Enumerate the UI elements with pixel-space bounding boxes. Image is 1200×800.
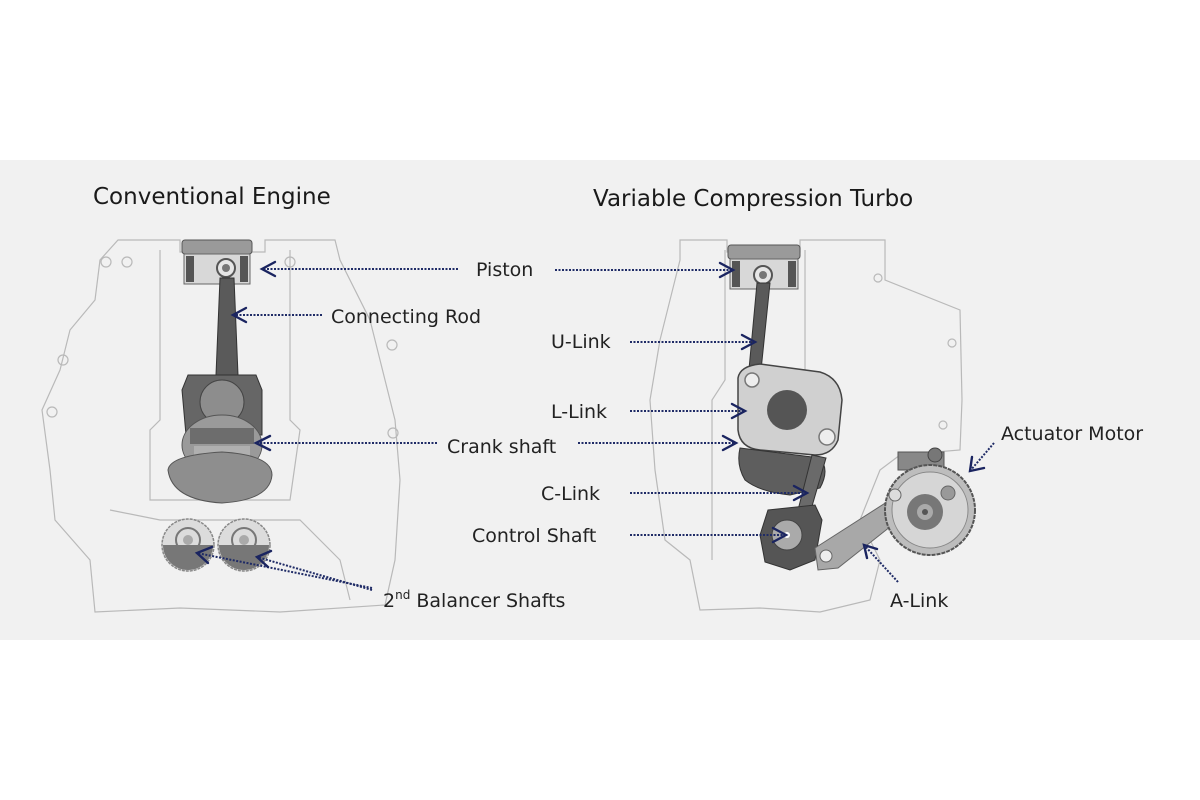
right-bolt-hole	[947, 338, 957, 348]
left-bolt-hole	[387, 427, 399, 439]
right-piston	[727, 244, 801, 290]
vc-turbo-engine-block	[649, 239, 976, 613]
left-block-outline	[41, 239, 401, 613]
arrow-l-link	[630, 402, 748, 420]
arrow-piston-right	[555, 261, 736, 279]
left-connecting-rod	[215, 277, 239, 376]
conventional-engine-block	[41, 239, 401, 613]
right-l-link-bore	[818, 428, 836, 446]
left-bolt-hole	[57, 354, 69, 366]
arrow-u-link	[630, 333, 758, 351]
arrow-piston-left	[259, 260, 458, 278]
left-counterweight	[167, 451, 273, 504]
right-a-link-bore	[819, 549, 833, 563]
arrow-actuator-motor	[968, 442, 995, 473]
label-a-link: A-Link	[890, 590, 948, 612]
label-balancer-shafts: 2nd Balancer Shafts	[383, 588, 565, 612]
arrow-crank-shaft-left	[253, 434, 437, 452]
left-lower-outline	[109, 509, 351, 601]
label-l-link: L-Link	[551, 401, 607, 423]
arrow-connecting-rod	[230, 306, 322, 324]
arrow-c-link	[630, 484, 810, 502]
left-piston	[181, 239, 253, 285]
left-crank-web-lower	[194, 446, 250, 456]
label-c-link: C-Link	[541, 483, 600, 505]
right-a-link	[814, 499, 906, 571]
arrow-a-link	[862, 543, 899, 583]
label-u-link: U-Link	[551, 331, 611, 353]
right-bolt-hole	[873, 273, 883, 283]
label-control-shaft: Control Shaft	[472, 525, 596, 547]
title-conventional-engine: Conventional Engine	[93, 184, 331, 210]
left-bolt-hole	[284, 256, 296, 268]
right-actuator-motor	[884, 447, 976, 556]
arrow-control-shaft	[630, 526, 789, 544]
left-balancer-shafts	[161, 518, 271, 572]
title-variable-compression-turbo: Variable Compression Turbo	[593, 186, 913, 212]
arrow-crank-shaft-right	[578, 434, 739, 452]
right-bolt-hole	[938, 420, 948, 430]
label-crank-shaft: Crank shaft	[447, 436, 556, 458]
left-crank-web	[190, 428, 254, 444]
left-bolt-hole	[100, 256, 112, 268]
right-crankshaft	[738, 447, 826, 496]
right-crank-pin	[767, 390, 807, 430]
label-piston: Piston	[476, 259, 533, 281]
left-bolt-hole	[121, 256, 133, 268]
label-actuator-motor: Actuator Motor	[1001, 423, 1143, 445]
arrow-balancer-shaft-1	[194, 545, 373, 589]
left-bolt-hole	[386, 339, 398, 351]
leader-arrows	[194, 260, 995, 591]
label-connecting-rod: Connecting Rod	[331, 306, 481, 328]
right-l-link-bore	[744, 372, 760, 388]
arrow-balancer-shaft-2	[254, 549, 373, 591]
left-bolt-hole	[46, 406, 58, 418]
